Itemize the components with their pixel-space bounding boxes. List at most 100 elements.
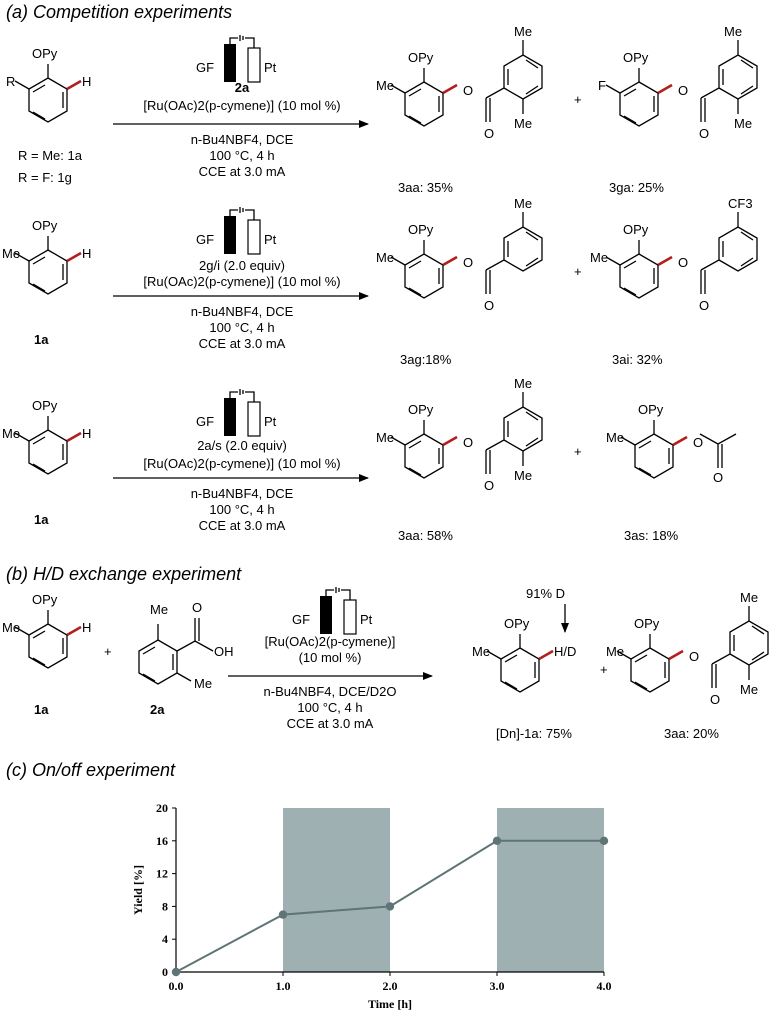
plus-sign: + — [574, 444, 582, 459]
label-opy: OPy — [638, 402, 664, 417]
data-point — [278, 910, 288, 919]
product-3aa-label-2: 3aa: 58% — [398, 528, 453, 543]
substrate-2-structure — [14, 235, 82, 295]
label-me: Me — [740, 682, 758, 697]
rxn1-catalyst: [Ru(OAc)2(p-cymene)] (10 mol %) — [143, 98, 340, 113]
rxn2-salt: n-Bu4NBF4, DCE — [191, 304, 294, 319]
label-opy: OPy — [32, 592, 58, 607]
label-gf: GF — [196, 232, 214, 247]
x-axis-label: Time [h] — [368, 997, 412, 1011]
substrate-2-label: 1a — [34, 332, 49, 347]
rxn4-catalyst-1: [Ru(OAc)2(p-cymene)] — [265, 634, 396, 649]
label-opy: OPy — [504, 616, 530, 631]
section-b-title: (b) H/D exchange experiment — [6, 564, 242, 584]
rxn3-cce: CCE at 3.0 mA — [199, 518, 286, 533]
acid-2a-structure — [138, 618, 214, 685]
electrode-cell-1 — [223, 34, 261, 83]
plus-sign: + — [600, 662, 608, 677]
label-me: Me — [150, 602, 168, 617]
label-pt: Pt — [264, 414, 277, 429]
product-3ai-structure — [605, 239, 673, 299]
product-3ga-structure — [605, 67, 673, 127]
rxn2-catalyst: [Ru(OAc)2(p-cymene)] (10 mol %) — [143, 274, 340, 289]
rxn4-catalyst-2: (10 mol %) — [299, 650, 362, 665]
label-pt: Pt — [360, 612, 373, 627]
y-tick-label: 8 — [162, 899, 168, 913]
plus-sign: + — [104, 644, 112, 659]
label-gf: GF — [196, 60, 214, 75]
label-o: O — [678, 255, 688, 270]
label-o: O — [484, 478, 494, 493]
rxn2-temp: 100 °C, 4 h — [209, 320, 274, 335]
rxn3-reagent: 2a/s (2.0 equiv) — [197, 438, 287, 453]
substrate-1a-label: R = Me: 1a — [18, 148, 83, 163]
label-h: H — [82, 426, 91, 441]
label-me: Me — [514, 116, 532, 131]
label-me: Me — [606, 644, 624, 659]
label-me: Me — [2, 246, 20, 261]
label-me: Me — [514, 376, 532, 391]
label-me: Me — [514, 468, 532, 483]
label-me: Me — [740, 590, 758, 605]
label-o: O — [713, 470, 723, 485]
label-o: O — [693, 435, 703, 450]
rxn3-salt: n-Bu4NBF4, DCE — [191, 486, 294, 501]
product-3aa-structure — [616, 633, 684, 693]
label-me: Me — [376, 78, 394, 93]
x-tick-label: 1.0 — [276, 979, 291, 993]
label-opy: OPy — [408, 50, 434, 65]
x-tick-label: 4.0 — [597, 979, 612, 993]
label-o: O — [710, 692, 720, 707]
y-tick-label: 4 — [162, 932, 168, 946]
electrode-cell-4 — [319, 586, 357, 635]
product-dn-1a-label: [Dn]-1a: 75% — [496, 726, 572, 741]
electrode-cell-3 — [223, 388, 261, 437]
substrate-1g-label: R = F: 1g — [18, 170, 72, 185]
label-o: O — [463, 435, 473, 450]
label-o: O — [463, 255, 473, 270]
label-me: Me — [590, 250, 608, 265]
label-me: Me — [2, 620, 20, 635]
label-o: O — [699, 298, 709, 313]
label-h: H — [82, 620, 91, 635]
product-dn-1a-structure — [486, 633, 554, 693]
product-3aa-structure — [390, 67, 458, 127]
substrate-1-structure — [14, 63, 82, 123]
substrate-1a-label: 1a — [34, 702, 49, 717]
label-opy: OPy — [32, 218, 58, 233]
label-me: Me — [606, 430, 624, 445]
section-c-title: (c) On/off experiment — [6, 760, 176, 780]
label-o: O — [678, 83, 688, 98]
rxn1-salt: n-Bu4NBF4, DCE — [191, 132, 294, 147]
data-point — [492, 836, 502, 845]
product-3ag-structure — [390, 239, 458, 299]
substrate-3-label: 1a — [34, 512, 49, 527]
y-tick-label: 20 — [156, 801, 168, 815]
data-point — [171, 967, 181, 977]
label-hd: H/D — [554, 644, 576, 659]
label-me: Me — [514, 196, 532, 211]
label-me: Me — [724, 24, 742, 39]
label-opy: OPy — [623, 50, 649, 65]
product-3as-label: 3as: 18% — [624, 528, 679, 543]
shaded-interval-1 — [497, 808, 604, 972]
label-opy: OPy — [634, 616, 660, 631]
rxn1-temp: 100 °C, 4 h — [209, 148, 274, 163]
label-opy: OPy — [623, 222, 649, 237]
y-tick-label: 16 — [156, 834, 168, 848]
label-oh: OH — [214, 644, 234, 659]
product-3ai-label: 3ai: 32% — [612, 352, 663, 367]
plus-sign: + — [574, 92, 582, 107]
section-a-title: (a) Competition experiments — [6, 2, 232, 22]
label-o: O — [699, 126, 709, 141]
plus-sign: + — [574, 264, 582, 279]
label-cf3: CF3 — [728, 196, 753, 211]
label-o: O — [192, 600, 202, 615]
label-me: Me — [514, 24, 532, 39]
rxn3-temp: 100 °C, 4 h — [209, 502, 274, 517]
electrode-cell-2 — [223, 206, 261, 255]
product-3aa-label: 3aa: 35% — [398, 180, 453, 195]
data-point — [385, 902, 395, 911]
label-me: Me — [734, 116, 752, 131]
